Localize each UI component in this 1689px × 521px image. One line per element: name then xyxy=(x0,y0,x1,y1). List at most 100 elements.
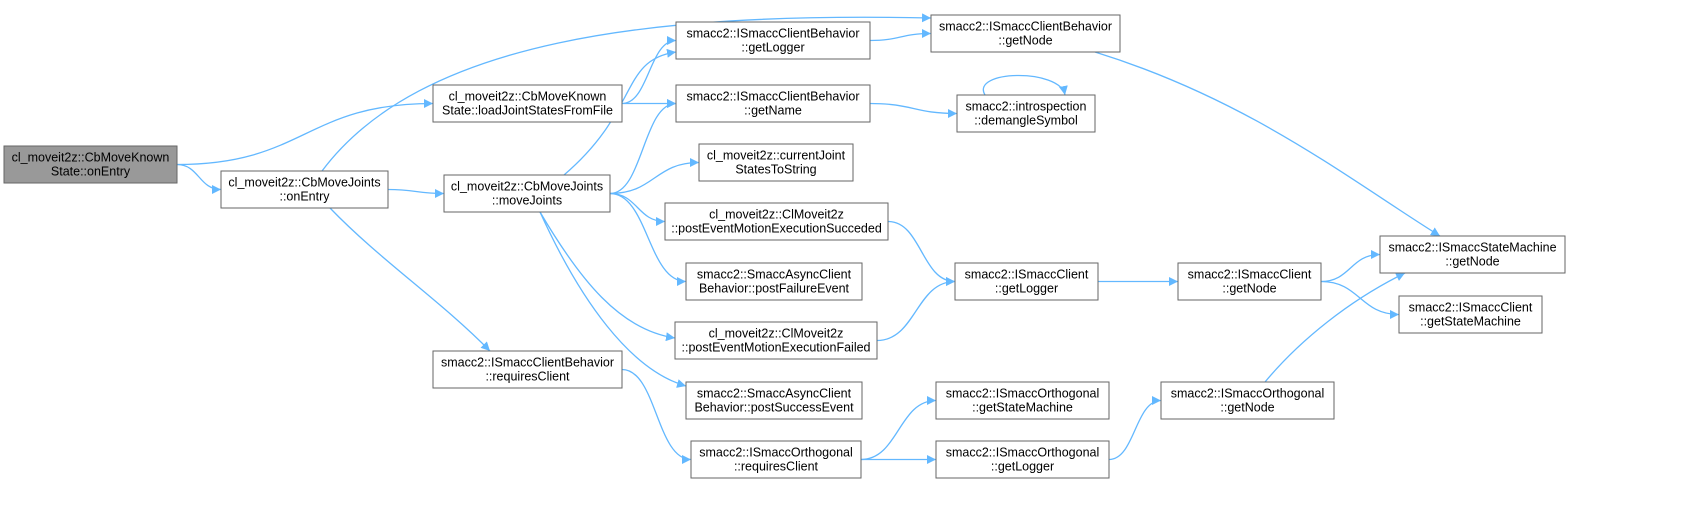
node-label-line: State::onEntry xyxy=(51,165,131,179)
edge-cb_getnode-to-sm_getnode xyxy=(1094,51,1441,237)
node-box xyxy=(1379,235,1566,274)
node-cb_getnode[interactable]: smacc2::ISmaccClientBehavior::getNode xyxy=(930,14,1121,53)
node-box xyxy=(956,94,1096,133)
node-orth_sm[interactable]: smacc2::ISmaccOrthogonal::getStateMachin… xyxy=(935,381,1110,420)
node-box xyxy=(443,174,611,213)
node-label-line: smacc2::ISmaccStateMachine xyxy=(1388,241,1556,255)
node-orth_getnode[interactable]: smacc2::ISmaccOrthogonal::getNode xyxy=(1160,381,1335,420)
node-label-line: ::getLogger xyxy=(995,282,1058,296)
edge-movejoints-to-post_succ xyxy=(609,192,666,226)
edge-orth_logger-to-orth_getnode xyxy=(1108,396,1162,461)
edge-client_getnode-to-sm_getnode xyxy=(1320,250,1381,283)
node-req_cb[interactable]: smacc2::ISmaccClientBehavior::requiresCl… xyxy=(432,350,623,389)
node-box xyxy=(685,262,863,301)
node-box xyxy=(220,170,389,209)
edge-post_succ-to-client_logger xyxy=(887,220,956,286)
edge-movejoints-to-post_failure xyxy=(609,192,687,286)
edge-load-to-cb_logger xyxy=(621,36,677,105)
node-label-line: cl_moveit2z::CbMoveKnown xyxy=(12,151,170,165)
node-label-line: smacc2::ISmaccClient xyxy=(965,268,1089,282)
node-client_getnode[interactable]: smacc2::ISmaccClient::getNode xyxy=(1177,262,1322,301)
edge-post_failed-to-client_logger xyxy=(876,277,956,342)
node-label-line: ::getName xyxy=(744,104,802,118)
node-label-line: smacc2::introspection xyxy=(966,100,1087,114)
node-label-line: ::postEventMotionExecutionFailed xyxy=(682,341,871,355)
node-box xyxy=(698,143,854,182)
edge-orth_getnode-to-sm_getnode xyxy=(1264,272,1406,383)
node-label-line: ::getLogger xyxy=(741,41,804,55)
node-post_failure[interactable]: smacc2::SmaccAsyncClientBehavior::postFa… xyxy=(685,262,863,301)
node-box xyxy=(675,84,871,123)
node-label-line: ::getNode xyxy=(1445,255,1499,269)
node-label-line: ::getNode xyxy=(1220,401,1274,415)
node-label-line: smacc2::ISmaccOrthogonal xyxy=(699,446,853,460)
node-label-line: ::requiresClient xyxy=(485,370,570,384)
node-box xyxy=(3,145,178,184)
edge-movejoints-to-post_failed xyxy=(539,211,676,342)
node-client_logger[interactable]: smacc2::ISmaccClient::getLogger xyxy=(954,262,1099,301)
node-label-line: smacc2::ISmaccOrthogonal xyxy=(1171,387,1325,401)
nodes-layer: cl_moveit2z::CbMoveKnownState::onEntrycl… xyxy=(3,14,1566,479)
edge-movejoints-to-cb_name xyxy=(609,99,677,195)
edge-req_cb-to-orth_req xyxy=(621,368,692,464)
node-movejoints[interactable]: cl_moveit2z::CbMoveJoints::moveJoints xyxy=(443,174,611,213)
node-box xyxy=(1160,381,1335,420)
edge-movejoints-to-cur_joint xyxy=(609,158,700,195)
node-load[interactable]: cl_moveit2z::CbMoveKnownState::loadJoint… xyxy=(432,84,623,123)
node-label-line: cl_moveit2z::CbMoveJoints xyxy=(228,176,380,190)
node-client_sm[interactable]: smacc2::ISmaccClient::getStateMachine xyxy=(1398,295,1543,334)
node-box xyxy=(954,262,1099,301)
node-box xyxy=(930,14,1121,53)
node-label-line: State::loadJointStatesFromFile xyxy=(442,104,613,118)
node-label-line: smacc2::SmaccAsyncClient xyxy=(697,268,852,282)
node-label-line: ::demangleSymbol xyxy=(974,114,1078,128)
node-post_failed[interactable]: cl_moveit2z::ClMoveit2z::postEventMotion… xyxy=(674,321,878,360)
edge-cbmj_onentry-to-cb_getnode xyxy=(321,13,932,172)
node-box xyxy=(1177,262,1322,301)
node-post_succ[interactable]: cl_moveit2z::ClMoveit2z::postEventMotion… xyxy=(664,202,889,241)
node-cbmj_onentry[interactable]: cl_moveit2z::CbMoveJoints::onEntry xyxy=(220,170,389,209)
node-label-line: smacc2::ISmaccClient xyxy=(1409,301,1533,315)
node-label-line: smacc2::ISmaccClientBehavior xyxy=(441,356,614,370)
node-box xyxy=(935,440,1110,479)
node-demangle[interactable]: smacc2::introspection::demangleSymbol xyxy=(956,94,1096,133)
node-label-line: smacc2::ISmaccClientBehavior xyxy=(687,27,860,41)
node-label-line: ::postEventMotionExecutionSucceded xyxy=(671,222,882,236)
node-box xyxy=(432,84,623,123)
node-box xyxy=(664,202,889,241)
node-label-line: smacc2::ISmaccClient xyxy=(1188,268,1312,282)
node-label-line: ::getStateMachine xyxy=(1420,315,1521,329)
node-box xyxy=(674,321,878,360)
node-label-line: StatesToString xyxy=(735,163,816,177)
node-post_success[interactable]: smacc2::SmaccAsyncClientBehavior::postSu… xyxy=(685,381,863,420)
edge-movejoints-to-cb_logger xyxy=(563,48,677,176)
node-box xyxy=(685,381,863,420)
edge-cbmj_onentry-to-movejoints xyxy=(387,188,445,198)
edge-cb_logger-to-cb_getnode xyxy=(869,29,932,42)
node-cb_name[interactable]: smacc2::ISmaccClientBehavior::getName xyxy=(675,84,871,123)
node-box xyxy=(675,21,871,60)
node-label-line: Behavior::postFailureEvent xyxy=(699,282,850,296)
node-label-line: smacc2::ISmaccOrthogonal xyxy=(946,446,1100,460)
edge-root-to-load xyxy=(176,99,434,166)
node-box xyxy=(1398,295,1543,334)
node-label-line: cl_moveit2z::ClMoveit2z xyxy=(709,208,844,222)
node-label-line: cl_moveit2z::ClMoveit2z xyxy=(709,327,844,341)
node-sm_getnode[interactable]: smacc2::ISmaccStateMachine::getNode xyxy=(1379,235,1566,274)
edge-demangle-to-demangle xyxy=(982,74,1068,96)
node-box xyxy=(432,350,623,389)
edge-orth_req-to-orth_sm xyxy=(860,396,937,461)
node-orth_logger[interactable]: smacc2::ISmaccOrthogonal::getLogger xyxy=(935,440,1110,479)
edges-layer xyxy=(176,13,1441,464)
node-cb_logger[interactable]: smacc2::ISmaccClientBehavior::getLogger xyxy=(675,21,871,60)
edge-cbmj_onentry-to-req_cb xyxy=(329,207,491,352)
node-label-line: ::getNode xyxy=(1222,282,1276,296)
node-label-line: cl_moveit2z::CbMoveKnown xyxy=(449,90,607,104)
node-orth_req[interactable]: smacc2::ISmaccOrthogonal::requiresClient xyxy=(690,440,862,479)
node-label-line: ::onEntry xyxy=(279,190,330,204)
edge-cb_name-to-demangle xyxy=(869,102,958,118)
node-label-line: smacc2::ISmaccClientBehavior xyxy=(939,20,1112,34)
